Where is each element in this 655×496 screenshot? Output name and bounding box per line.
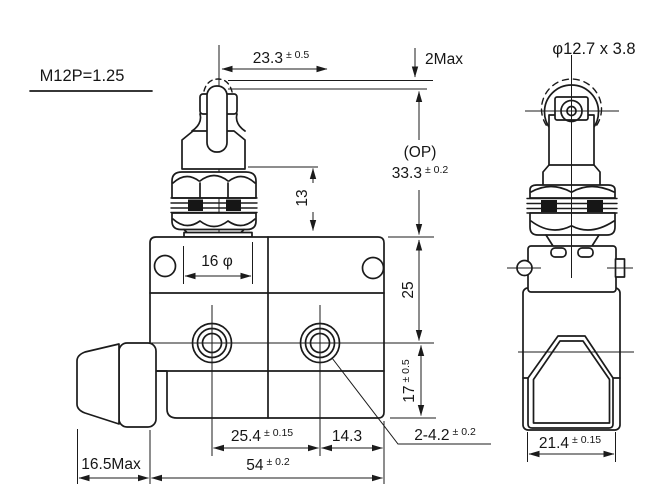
- dim-text-2max: 2Max: [425, 51, 463, 68]
- dim-text-25-4: 25.4± 0.15: [231, 427, 293, 445]
- dim-text-21-4: 21.4± 0.15: [539, 434, 601, 452]
- side-lower-nut: [529, 212, 616, 236]
- cover-extension-lines: [527, 432, 616, 462]
- side-rubber-washer-right: [587, 200, 603, 212]
- bracket-tab-left: [550, 247, 567, 258]
- lower-nut-lobes: [172, 218, 256, 228]
- dim-text-16: 16 φ: [201, 253, 233, 270]
- rubber-washer-left: [188, 199, 203, 211]
- cover-screw-right: [361, 256, 385, 280]
- dim-text-17: 17± 0.5: [400, 359, 418, 403]
- dim-text-14-3: 14.3: [332, 428, 362, 445]
- side-rubber-washer-left: [541, 200, 557, 212]
- op-reference-lines: [228, 80, 433, 90]
- cover-plate-outer: [527, 335, 614, 429]
- dim-text-13: 13: [294, 189, 311, 206]
- side-lower-nut-lobes: [530, 220, 615, 231]
- dim-text-25: 25: [400, 281, 417, 298]
- fork-shoulder-chamfers: [542, 164, 601, 186]
- plunger-rod: [206, 85, 228, 153]
- side-upper-nut-lobes: [530, 185, 615, 193]
- bracket-tab-right: [577, 247, 594, 258]
- plunger-assembly: [170, 85, 258, 238]
- dim-text-33-3: 33.3± 0.2: [392, 164, 449, 182]
- roller-spec-label: φ12.7 x 3.8: [552, 40, 635, 58]
- side-bushing-taper: [545, 234, 600, 247]
- switch-body: [149, 236, 385, 419]
- dim-text-2-4-2: 2-4.2± 0.2: [414, 426, 476, 444]
- side-view: φ12.7 x 3.8 21.4± 0.15: [507, 40, 636, 462]
- thread-spec-label: M12P=1.25: [40, 67, 125, 85]
- mount-hole-leader: [331, 357, 491, 445]
- rubber-washer-right: [226, 199, 241, 211]
- op-caption: (OP): [404, 144, 437, 161]
- cover-screw-left: [153, 254, 177, 278]
- plunger-waist: [191, 113, 246, 132]
- dim-text-16-5: 16.5Max: [81, 456, 141, 473]
- dim-text-23-3: 23.3± 0.5: [253, 49, 310, 67]
- flange-extension-lines: [183, 242, 253, 284]
- upper-hex-nut: [171, 171, 257, 199]
- cable-gland-cap: [76, 343, 120, 425]
- washer-lines: [170, 197, 258, 214]
- dimensions-front: M12P=1.25 23.3± 0.5 2Max (OP) 33.3± 0.2 …: [29, 48, 491, 484]
- cover-plate-inner: [532, 340, 611, 424]
- upper-nut-lobes: [172, 174, 256, 199]
- dim-text-54: 54± 0.2: [246, 456, 290, 474]
- cable-gland-boss: [118, 342, 157, 428]
- front-view: [76, 45, 434, 456]
